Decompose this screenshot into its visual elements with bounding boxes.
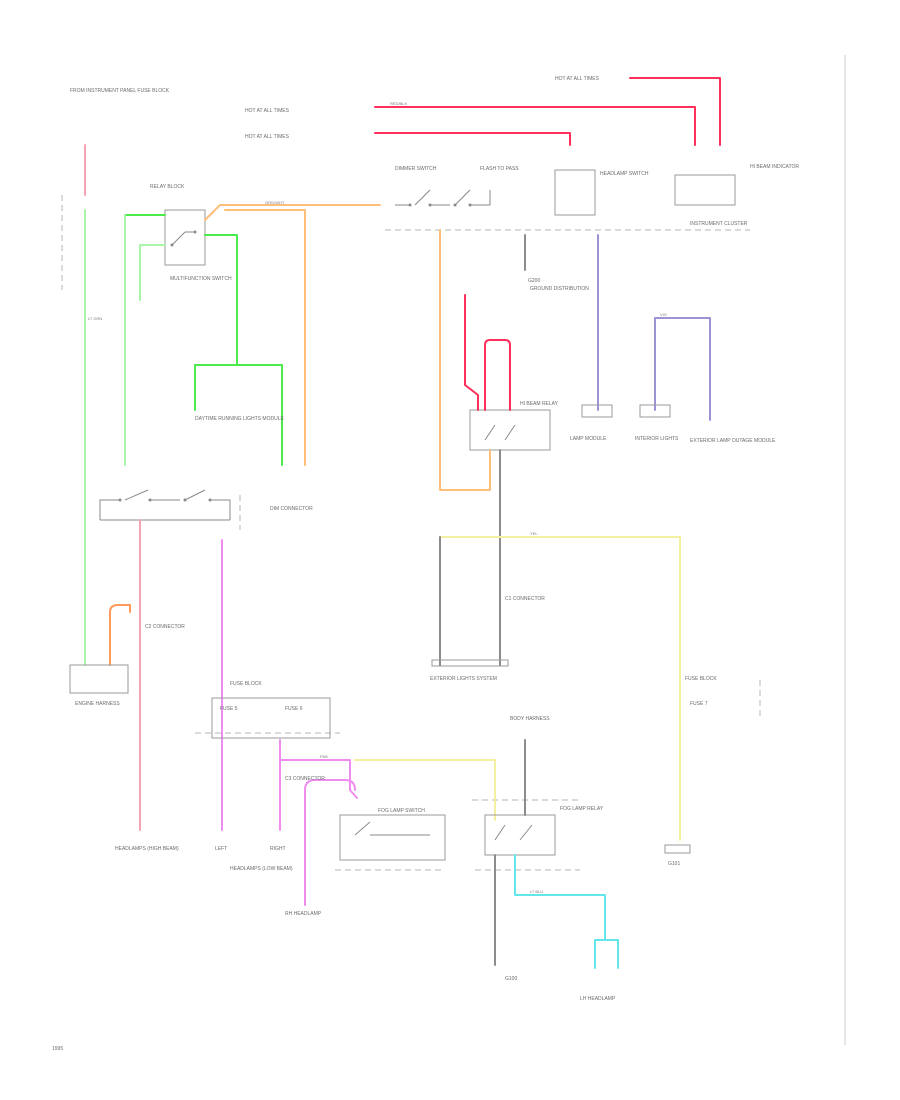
- label-left-supply: FROM INSTRUMENT PANEL FUSE BLOCK: [70, 88, 170, 94]
- label-hot-feed-3: HOT AT ALL TIMES: [555, 76, 600, 82]
- label-wire-green: LT GRN: [88, 316, 102, 321]
- wire-red-hibeam-loop: [464, 294, 511, 411]
- label-daytime-module: DAYTIME RUNNING LIGHTS MODULE: [195, 416, 284, 422]
- label-body-harness: BODY HARNESS: [510, 716, 550, 722]
- label-connector-3: C3 CONNECTOR: [285, 776, 325, 782]
- wire-cyan: [514, 854, 606, 941]
- hi-beam-relay-box: [469, 409, 551, 451]
- daytime-running-module-box: [69, 664, 129, 694]
- label-fuse-b: FUSE 6: [285, 706, 303, 712]
- wire-orange-loop-left: [109, 604, 131, 666]
- label-hi-beam-relay: HI BEAM RELAY: [520, 401, 559, 407]
- label-headlamp-switch: HEADLAMP SWITCH: [600, 171, 649, 177]
- label-fog-switch: FOG LAMP SWITCH: [378, 808, 425, 814]
- wire-orange-top: [204, 204, 381, 466]
- label-multifunction: MULTIFUNCTION SWITCH: [170, 276, 232, 282]
- label-exterior-lights: EXTERIOR LIGHTS SYSTEM: [430, 676, 497, 682]
- label-fuse-block-lower: FUSE BLOCK: [230, 681, 262, 687]
- fog-relay-contacts: [494, 824, 533, 841]
- label-engine-harness: ENGINE HARNESS: [75, 701, 120, 707]
- label-wire-yellow: YEL: [530, 531, 538, 536]
- wire-violet-loop: [654, 317, 711, 421]
- relay-block: [164, 209, 206, 266]
- wire-red-top-2: [374, 132, 571, 146]
- labels: FROM INSTRUMENT PANEL FUSE BLOCK RELAY B…: [52, 76, 799, 1052]
- label-gauge-cluster: INSTRUMENT CLUSTER: [690, 221, 748, 227]
- fog-switch-contact: [354, 821, 430, 836]
- label-interior-lights: INTERIOR LIGHTS: [635, 436, 679, 442]
- wire-green-right: [236, 364, 283, 466]
- label-lamp-module: LAMP MODULE: [570, 436, 607, 442]
- label-page-ref: 1995: [52, 1046, 63, 1052]
- label-fuse-a: FUSE 5: [220, 706, 238, 712]
- wire-red-top-3: [629, 77, 721, 146]
- label-hi-beam-indicator: HI BEAM INDICATOR: [750, 164, 799, 170]
- wire-cyan-loop: [594, 939, 619, 969]
- label-wire-violet: VIO: [660, 312, 667, 317]
- instrument-cluster-box: [674, 174, 736, 206]
- label-right: RIGHT: [270, 846, 286, 852]
- fog-lamp-switch-box: [339, 814, 446, 861]
- label-wire-orange: ORG/WHT: [265, 200, 285, 205]
- label-headlamp-low: HEADLAMPS (LOW BEAM): [230, 866, 293, 872]
- label-dimmer-switch: DIMMER SWITCH: [395, 166, 437, 172]
- relay-contact: [171, 231, 195, 246]
- label-ground-dist: GROUND DISTRIBUTION: [530, 286, 589, 292]
- wire-green-mid: [124, 214, 166, 466]
- label-relay-block: RELAY BLOCK: [150, 184, 185, 190]
- label-flash-to-pass: FLASH TO PASS: [480, 166, 519, 172]
- label-hot-feed-1: HOT AT ALL TIMES: [245, 108, 290, 114]
- label-dim-connector: DIM CONNECTOR: [270, 506, 313, 512]
- wire-yellow-horizontal: [439, 536, 681, 841]
- label-ground-3: G200: [528, 278, 540, 284]
- fuse-block-lower-box: [211, 697, 331, 739]
- indicator-box: [581, 404, 613, 418]
- label-headlamp-high: HEADLAMPS (HIGH BEAM): [115, 846, 179, 852]
- label-connector-2: C2 CONNECTOR: [145, 624, 185, 630]
- hi-beam-relay-contacts: [484, 424, 516, 441]
- rear-connector-box: [664, 844, 691, 854]
- label-left: LEFT: [215, 846, 227, 852]
- label-fog-relay: FOG LAMP RELAY: [560, 806, 604, 812]
- label-fusible-link: FUSE BLOCK: [685, 676, 717, 682]
- fog-lamp-relay-box: [484, 814, 556, 856]
- dimmer-switch: [395, 189, 491, 207]
- wire-magenta-right: [279, 739, 358, 831]
- exterior-lights-bar: [431, 659, 509, 667]
- harness-boundaries: [61, 195, 761, 871]
- label-wire-pink: PNK: [320, 754, 329, 759]
- interior-lights-box: [639, 404, 671, 418]
- label-hot-feed-2: HOT AT ALL TIMES: [245, 134, 290, 140]
- wire-magenta-down-left: [304, 779, 356, 906]
- label-exterior-lamp: EXTERIOR LAMP OUTAGE MODULE: [690, 438, 776, 444]
- wire-red-top-1: [374, 106, 696, 146]
- label-rh-headlamp: RH HEADLAMP: [285, 911, 322, 917]
- wire-orange-vertical: [439, 229, 491, 491]
- label-ground-2: G101: [668, 861, 680, 867]
- label-wire-red: RED/BLK: [390, 101, 407, 106]
- label-ground-1: G100: [505, 976, 517, 982]
- flash-to-pass-box: [554, 169, 596, 216]
- headlamp-switch: [99, 489, 231, 521]
- label-connector-1: C1 CONNECTOR: [505, 596, 545, 602]
- wire-yellow-fog: [354, 759, 496, 821]
- label-wire-blue: LT BLU: [530, 889, 543, 894]
- label-lh-headlamp: LH HEADLAMP: [580, 996, 616, 1002]
- label-fuse-c: FUSE 7: [690, 701, 708, 707]
